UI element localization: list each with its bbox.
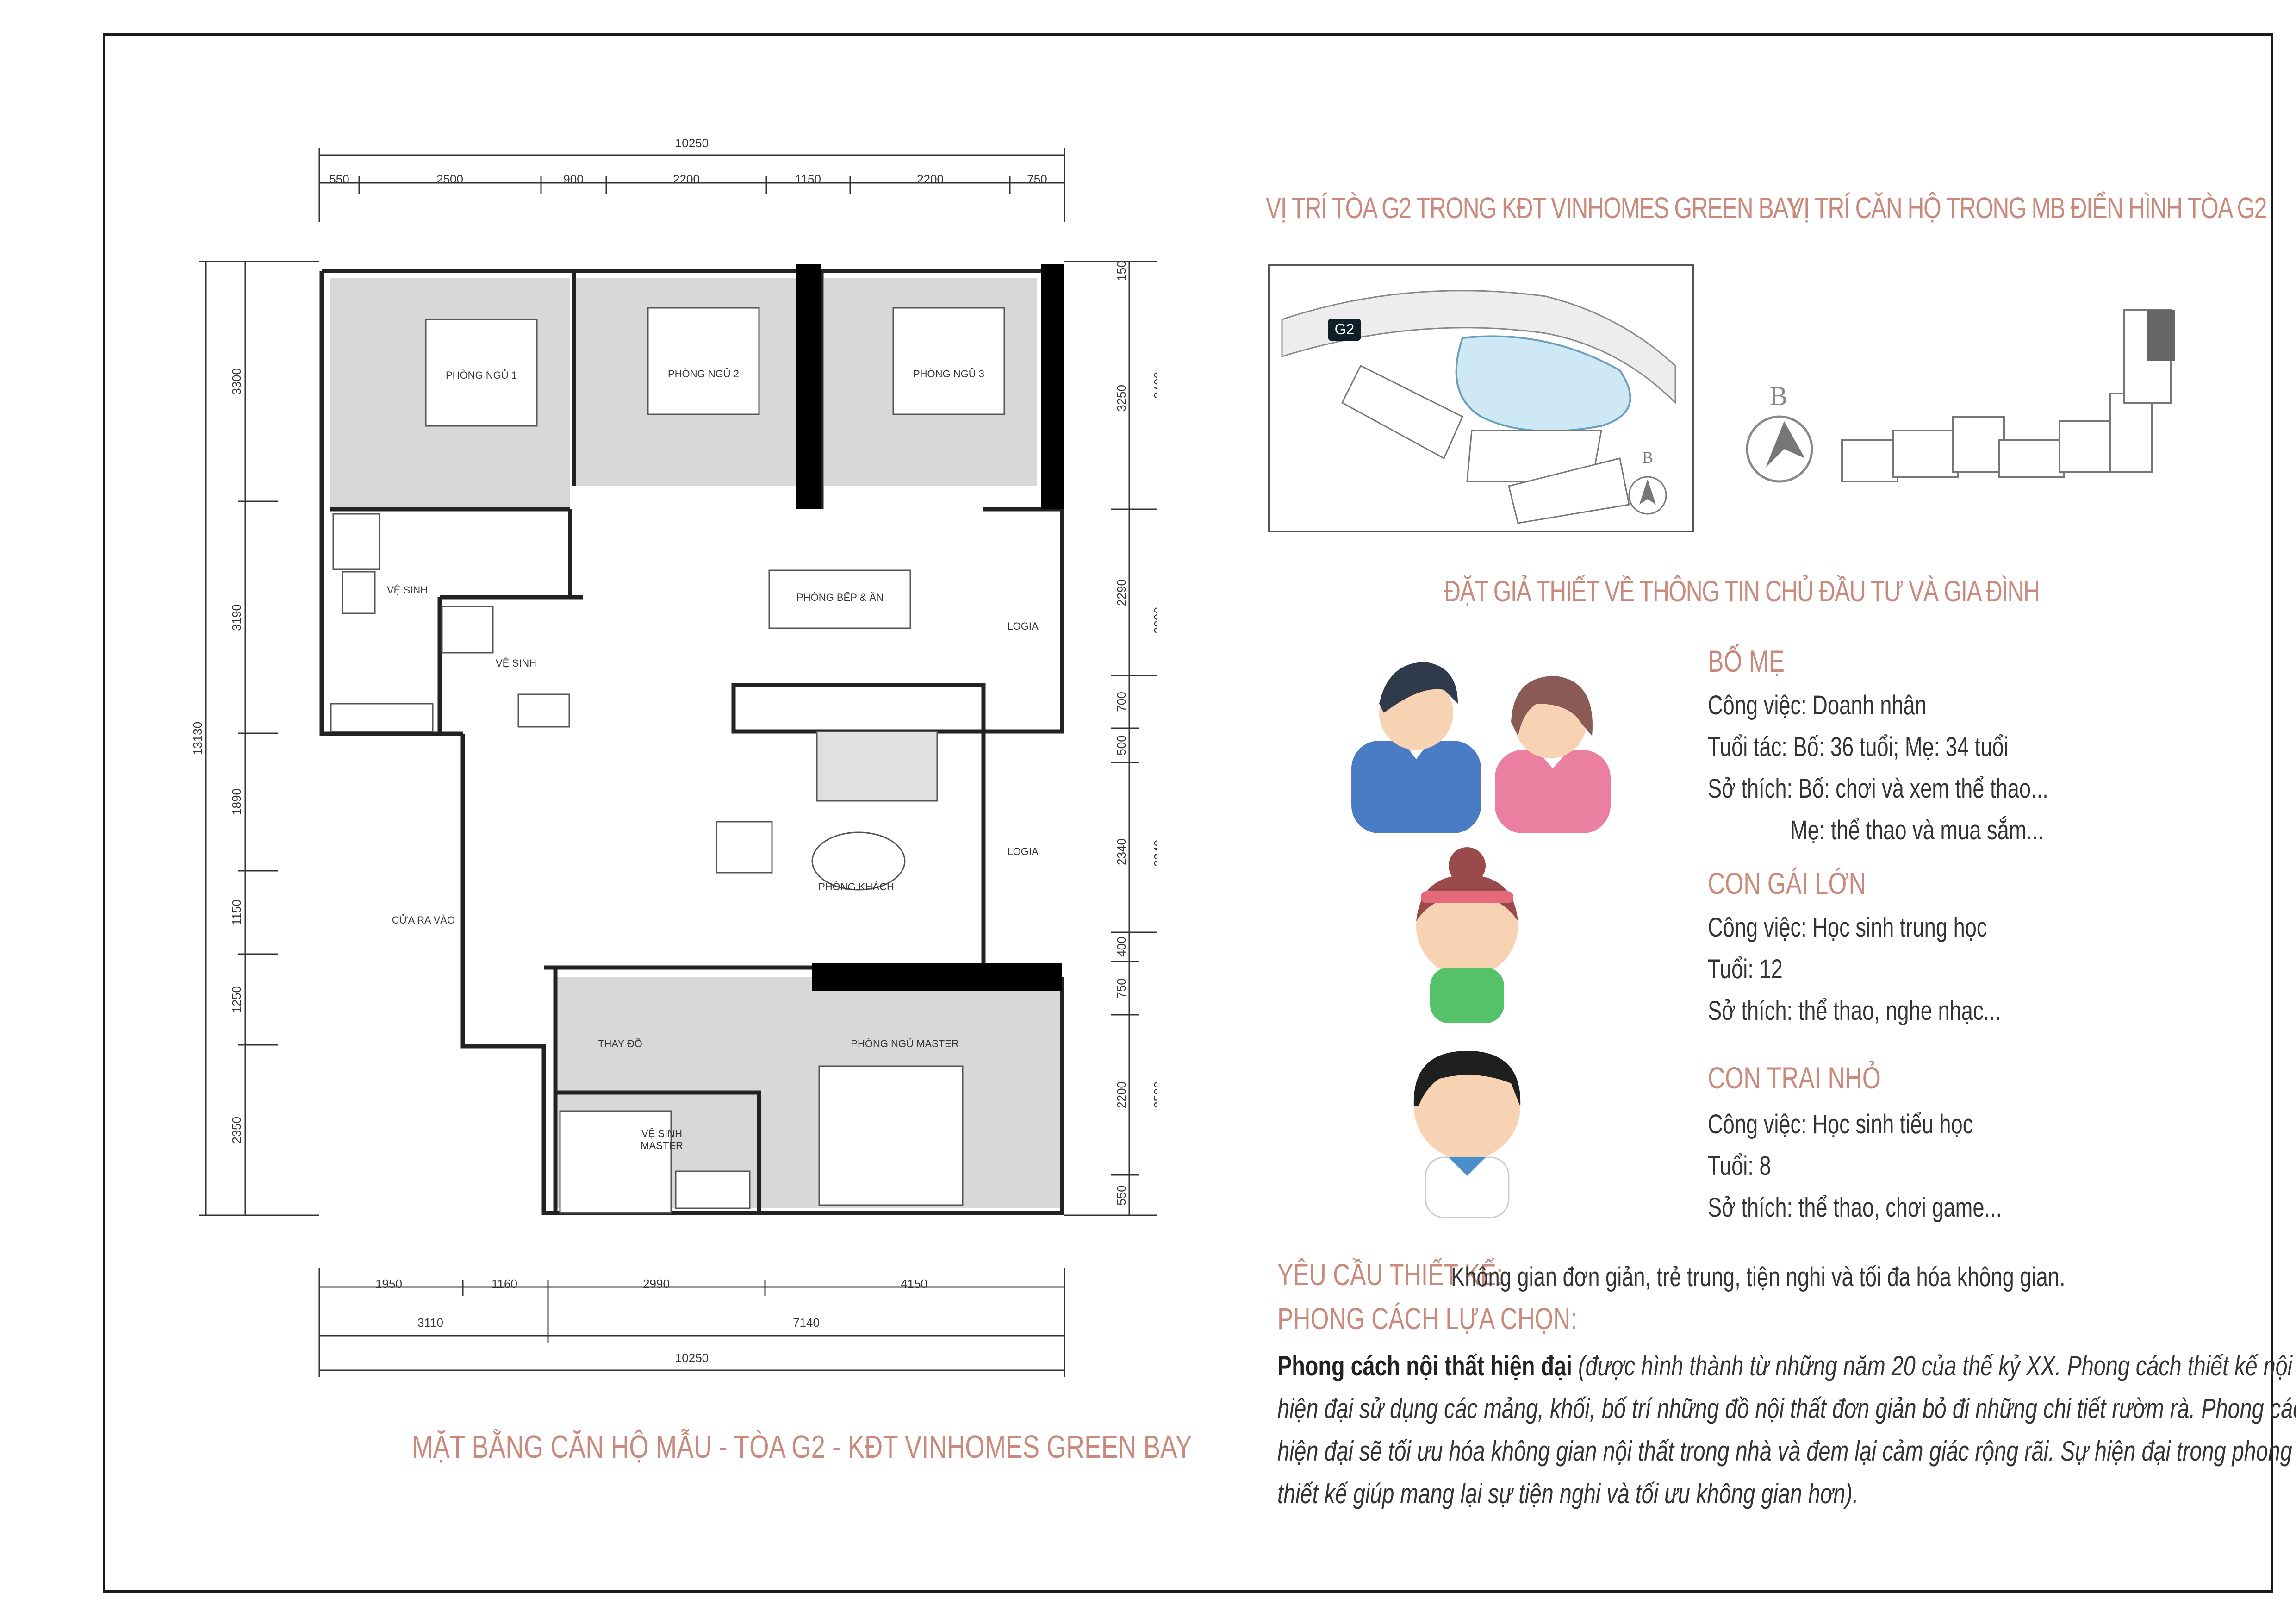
plan-north-label: B (1770, 381, 1788, 411)
room-label-logia-1: LOGIA (1007, 620, 1039, 632)
dimension-lines (199, 148, 1157, 1377)
dim-bottom: 7140 (793, 1316, 820, 1330)
furniture (330, 307, 1005, 1214)
dim-right: 500 (1114, 735, 1128, 755)
floor-plan-caption: MẶT BẰNG CĂN HỘ MẪU - TÒA G2 - KĐT VINHO… (412, 1429, 1192, 1465)
dim-right-2: 3400 (1151, 372, 1157, 399)
dim-bottom: 4150 (901, 1277, 927, 1291)
room-label-wc-2: VỆ SINH (496, 657, 536, 669)
parents-avatar-icon (1351, 662, 1611, 833)
site-map: G2 B (1268, 264, 1694, 532)
room-label-wc-master-2: MASTER (641, 1140, 683, 1151)
dim-right: 150 (1114, 261, 1128, 281)
room-label-living: PHÒNG KHÁCH (818, 881, 894, 893)
dim-right: 2290 (1114, 579, 1128, 606)
son-age: Tuổi: 8 (1708, 1151, 1771, 1181)
dim-bottom: 1950 (375, 1277, 402, 1291)
style-description: (được hình thành từ những năm 20 của thế… (1277, 1350, 2296, 1509)
daughter-avatar-icon (1416, 847, 1518, 1023)
dim-bottom: 1160 (492, 1277, 517, 1291)
room-label-master: PHÒNG NGỦ MASTER (851, 1038, 958, 1049)
son-title: CON TRAI NHỎ (1708, 1061, 1881, 1095)
son-avatar-icon (1413, 1051, 1521, 1218)
daughter-age: Tuổi: 12 (1708, 954, 1783, 984)
dim-right: 700 (1114, 692, 1128, 712)
dim-right-2: 3240 (1151, 840, 1157, 867)
requirement-text: Không gian đơn giản, trẻ trung, tiện ngh… (1451, 1262, 2066, 1292)
dim-right-2: 3500 (1151, 1081, 1157, 1108)
map-north-label: B (1642, 448, 1653, 467)
room-label-wc-1: VỆ SINH (387, 584, 428, 596)
family-illustrations (1351, 662, 1611, 1218)
dim-left: 1150 (230, 899, 243, 925)
daughter-title: CON GÁI LỚN (1708, 866, 1866, 900)
dim-right: 3250 (1114, 385, 1128, 412)
room-label-bedroom-2: PHÒNG NGỦ 2 (668, 368, 739, 380)
dim-top: 550 (329, 172, 349, 186)
dim-right: 2340 (1114, 838, 1128, 865)
dim-left: 2350 (230, 1117, 243, 1143)
style-name: Phong cách nội thất hiện đại (1277, 1350, 1573, 1381)
dim-left: 3190 (230, 604, 243, 631)
parents-hobby: Sở thích: Bố: chơi và xem thể thao... (1708, 774, 2048, 804)
son-hobby: Sở thích: thể thao, chơi game... (1708, 1193, 2002, 1223)
dim-right: 550 (1114, 1185, 1128, 1205)
dim-left-total: 13130 (191, 722, 205, 755)
dim-top: 2200 (673, 172, 700, 186)
dim-left: 1890 (230, 788, 243, 815)
dim-top: 900 (563, 172, 583, 186)
parents-hobby-2: Mẹ: thể thao và mua sắm... (1790, 815, 2044, 845)
dim-top: 750 (1027, 172, 1047, 186)
building-plan: B (1746, 309, 2175, 483)
room-label-entrance: CỬA RA VÀO (392, 914, 455, 926)
apartment-highlight (2147, 310, 2175, 361)
room-label-bedroom-3: PHÒNG NGỦ 3 (913, 368, 984, 380)
g2-marker (1328, 319, 1361, 341)
dim-bottom: 2990 (643, 1277, 670, 1291)
room-label-bedroom-1: PHÒNG NGỦ 1 (446, 369, 517, 381)
son-job: Công việc: Học sinh tiểu học (1708, 1109, 1973, 1139)
room-label-logia-2: LOGIA (1007, 846, 1039, 857)
style-label: PHONG CÁCH LỰA CHỌN: (1277, 1301, 1577, 1336)
map-label: G2 (1335, 321, 1355, 337)
style-paragraph: Phong cách nội thất hiện đại (được hình … (1277, 1345, 2296, 1515)
dim-top: 2500 (436, 172, 463, 186)
room-label-wc-master: VỆ SINH (641, 1128, 682, 1139)
dim-right: 750 (1114, 978, 1128, 998)
plan-title: VỊ TRÍ CĂN HỘ TRONG MB ĐIỂN HÌNH TÒA G2 (1789, 191, 2267, 225)
dim-bottom: 3110 (417, 1316, 443, 1330)
parents-title: BỐ MẸ (1708, 644, 1785, 678)
dim-right: 400 (1114, 937, 1128, 956)
daughter-job: Công việc: Học sinh trung học (1708, 912, 1987, 943)
columns (796, 264, 1064, 991)
parents-age: Tuổi tác: Bố: 36 tuổi; Mẹ: 34 tuổi (1708, 732, 2009, 762)
dim-top: 1150 (795, 172, 821, 186)
assumption-title: ĐẶT GIẢ THIẾT VỀ THÔNG TIN CHỦ ĐẦU TƯ VÀ… (1444, 575, 2040, 608)
dim-top-total: 10250 (675, 136, 709, 150)
room-label-closet: THAY ĐỒ (598, 1038, 642, 1049)
map-title: VỊ TRÍ TÒA G2 TRONG KĐT VINHOMES GREEN B… (1266, 191, 1801, 225)
floor-plan: 10250 550 2500 900 2200 1150 2200 750 19… (191, 136, 1157, 1377)
daughter-hobby: Sở thích: thể thao, nghe nhạc... (1708, 996, 2001, 1026)
dim-right: 2200 (1114, 1081, 1128, 1108)
page-frame (103, 33, 2273, 1593)
parents-job: Công việc: Doanh nhân (1708, 690, 1927, 720)
room-label-kitchen: PHÒNG BẾP & ĂN (796, 592, 884, 603)
dim-top: 2200 (917, 172, 944, 186)
requirement-label: YÊU CẦU THIẾT KẾ: (1277, 1257, 1503, 1292)
dim-bottom-total: 10250 (675, 1351, 709, 1365)
dim-left: 1250 (230, 986, 243, 1013)
dim-right-2: 2990 (1151, 607, 1157, 634)
dim-left: 3300 (230, 368, 243, 395)
